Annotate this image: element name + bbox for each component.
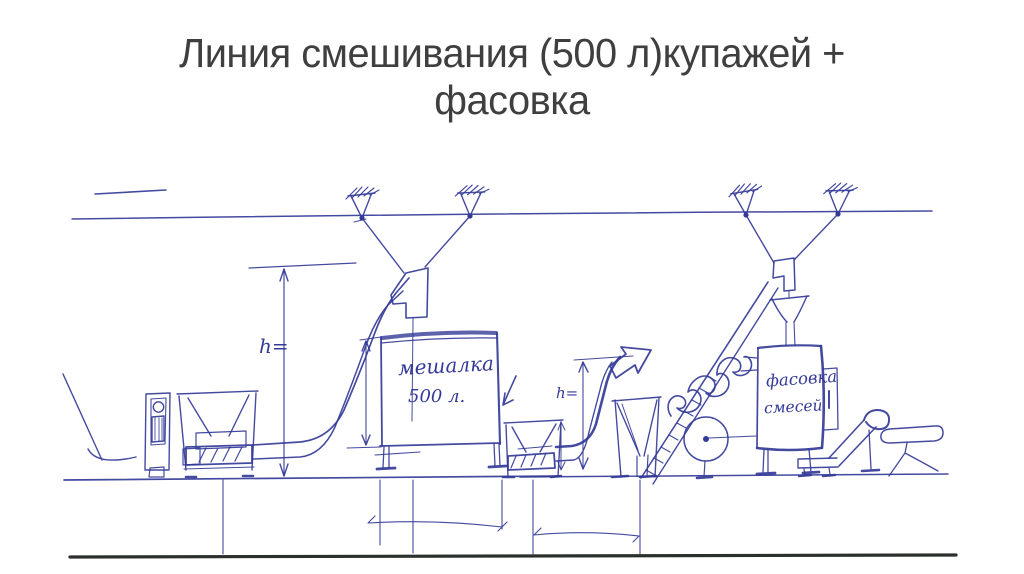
height-dimension-left bbox=[248, 262, 357, 477]
discharge-arrow-icon bbox=[609, 346, 652, 379]
person-icon bbox=[152, 401, 165, 413]
receiving-funnel bbox=[610, 396, 662, 479]
packing-machine bbox=[755, 344, 839, 476]
packer-inlet bbox=[769, 257, 810, 347]
bottom-border-line bbox=[68, 553, 958, 559]
tank-outlet-arrow bbox=[502, 375, 517, 406]
takeaway-conveyor bbox=[797, 409, 891, 478]
tube-conveyor-2 bbox=[554, 346, 652, 462]
spiral-feed bbox=[667, 355, 758, 417]
mixer-label: мешалка bbox=[397, 351, 494, 380]
tube-conveyor-1 bbox=[252, 277, 410, 460]
drive-wheel bbox=[683, 416, 757, 480]
mixer-tank bbox=[374, 330, 508, 471]
hopper-2 bbox=[501, 419, 566, 479]
ground-line bbox=[63, 473, 949, 481]
slide-title-line1: Линия смешивания (500 л)купажей + bbox=[179, 30, 845, 76]
ceiling-line bbox=[71, 189, 933, 220]
packing-label-line1: фасовка bbox=[765, 367, 837, 391]
operator-panel bbox=[144, 392, 171, 478]
slide-title: Линия смешивания (500 л)купажей + фасовк… bbox=[15, 30, 1008, 124]
height-dim-left-label: h= bbox=[259, 334, 289, 358]
sketch-labels: h= мешалка 500 л. h= фасовка смесей bbox=[259, 334, 838, 417]
slide-title-line2: фасовка bbox=[434, 77, 590, 123]
left-wall-line bbox=[62, 373, 137, 461]
packing-table bbox=[880, 425, 944, 477]
tank-height-dimension bbox=[346, 336, 382, 449]
underground-dimensions bbox=[222, 479, 641, 555]
packing-label-line2: смесей bbox=[764, 396, 823, 417]
height-dimension-middle bbox=[573, 355, 634, 470]
ceiling-anchor-icon bbox=[821, 181, 859, 219]
height-dim-middle-label: h= bbox=[556, 384, 578, 402]
mixer-volume-label: 500 л. bbox=[408, 386, 465, 407]
hopper-1 bbox=[176, 390, 259, 479]
ceiling-anchor-icon bbox=[727, 182, 764, 220]
suspension-cables bbox=[353, 213, 839, 274]
sketch-strokes bbox=[62, 181, 949, 555]
